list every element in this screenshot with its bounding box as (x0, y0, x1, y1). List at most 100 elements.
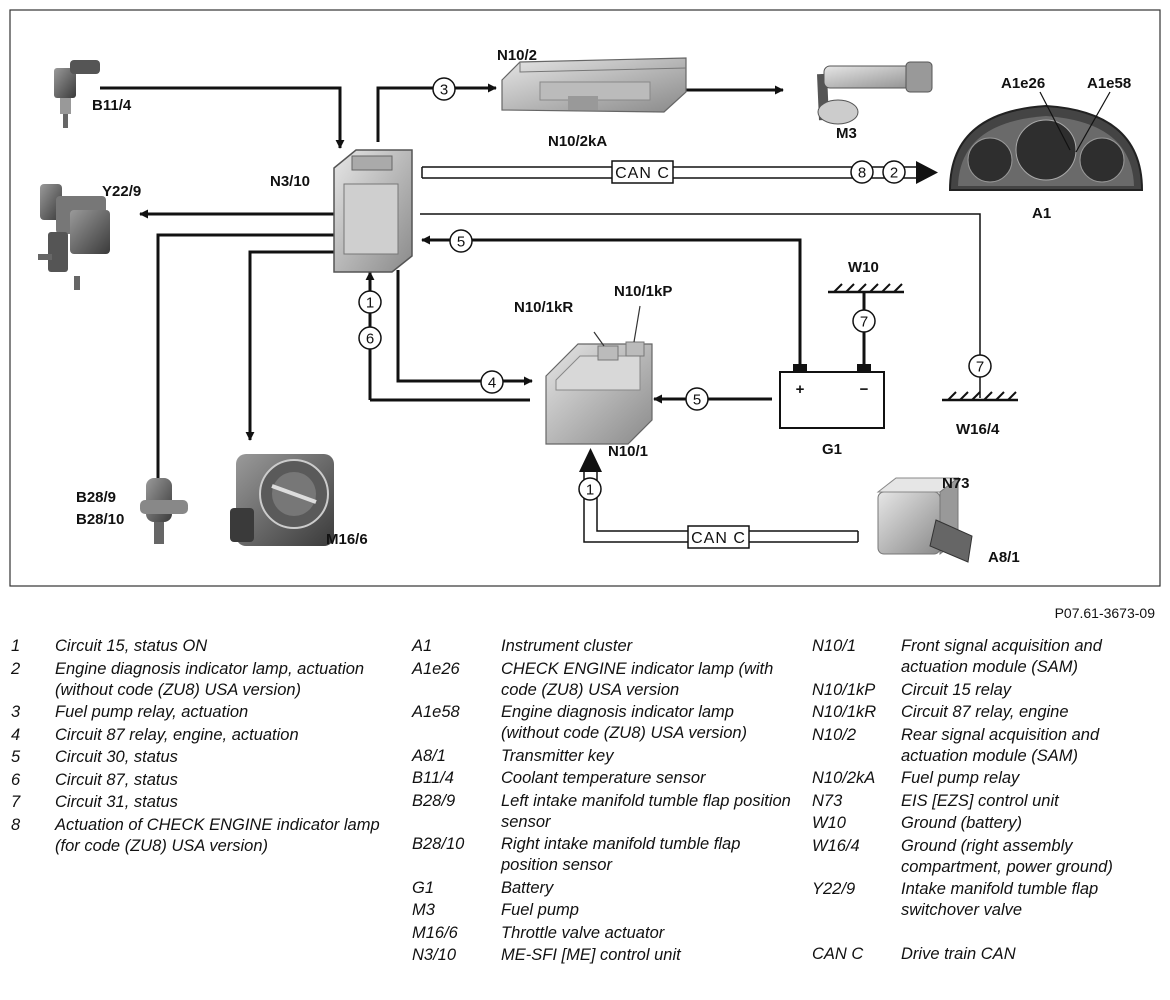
legend-description: Right intake manifold tumble flap positi… (501, 835, 741, 874)
legend-code: B11/4 (412, 769, 454, 787)
figure-id: P07.61-3673-09 (1054, 605, 1155, 621)
legend-description: Ground (battery) (901, 814, 1023, 832)
label-n3-10: N3/10 (270, 173, 310, 190)
svg-text:1: 1 (586, 482, 594, 499)
wire-circuit-30-to-n3-10 (421, 235, 802, 368)
ecu-module-icon (333, 149, 413, 273)
legend-description: Fuel pump (501, 901, 579, 919)
legend-row: 3 Fuel pump relay, actuation (11, 702, 391, 723)
svg-text:6: 6 (366, 331, 374, 348)
wire-n3-10-to-n10-1 (396, 270, 533, 386)
label-a1e58: A1e58 (1087, 75, 1131, 92)
legend-description: Fuel pump relay, actuation (55, 703, 249, 721)
label-g1: G1 (822, 441, 842, 458)
circuit-marker-7-w16-4: 7 (968, 354, 992, 378)
label-w16-4: W16/4 (956, 421, 1000, 438)
legend-code: 4 (11, 725, 21, 744)
legend-code: A8/1 (412, 746, 446, 765)
label-b28-10: B28/10 (76, 511, 124, 528)
legend-description: Circuit 15, status ON (55, 637, 208, 655)
legend-code: A1e58 (412, 703, 460, 721)
rear-sam-module-icon (501, 57, 687, 113)
legend-description: Drive train CAN (901, 944, 1016, 963)
coolant-sensor-icon (54, 60, 100, 128)
legend-row: N10/1kR Circuit 87 relay, engine (812, 702, 1162, 723)
diagram-frame (9, 9, 1161, 587)
can-c-top-label: CAN C (615, 165, 670, 182)
circuit-marker-4: 4 (480, 370, 504, 394)
circuit-marker-5-bottom: 5 (685, 387, 709, 411)
legend-description: ME-SFI [ME] control unit (501, 946, 681, 964)
svg-text:2: 2 (890, 165, 898, 182)
legend-description: Coolant temperature sensor (501, 769, 706, 787)
legend-code: N10/1 (812, 637, 857, 655)
tumble-flap-position-sensor-icon (140, 478, 188, 544)
legend-description: Throttle valve actuator (501, 923, 665, 942)
legend-code: 3 (11, 703, 21, 721)
circuit-marker-3: 3 (432, 77, 456, 101)
circuit-marker-8: 8 (850, 160, 874, 184)
svg-text:5: 5 (457, 234, 465, 251)
label-b11-4: B11/4 (92, 97, 132, 114)
legend-description: Circuit 15 relay (901, 680, 1012, 699)
legend-description: CHECK ENGINE indicator lamp (with code (… (501, 659, 774, 699)
wire-n3-10-to-m16-6 (245, 250, 334, 441)
circuit-marker-2: 2 (882, 160, 906, 184)
legend-code: A1 (412, 637, 433, 655)
label-a1: A1 (1032, 205, 1051, 222)
label-w10: W10 (848, 259, 879, 276)
legend-code: A1e26 (412, 659, 460, 678)
legend-code: W16/4 (812, 836, 860, 855)
legend-code: 2 (11, 659, 21, 678)
legend-description: Intake manifold tumble flap switchover v… (901, 880, 1099, 919)
label-b28-9: B28/9 (76, 489, 116, 506)
legend-code: N10/1kR (812, 703, 877, 721)
label-a1e26: A1e26 (1001, 75, 1045, 92)
eis-control-unit-icon (876, 476, 973, 563)
battery-plus-label: + (796, 381, 805, 398)
legend-description: Fuel pump relay (901, 769, 1020, 787)
svg-text:3: 3 (440, 82, 448, 99)
legend-description: Left intake manifold tumble flap positio… (501, 791, 791, 831)
legend-code: B28/10 (412, 835, 465, 853)
legend-description: Actuation of CHECK ENGINE indicator lamp… (55, 815, 380, 855)
legend-code: 6 (11, 770, 21, 789)
instrument-cluster-icon (948, 91, 1144, 191)
legend-code: Y22/9 (812, 880, 856, 898)
legend-row: A1e26 CHECK ENGINE indicator lamp (with c… (412, 659, 792, 701)
can-c-bottom-label: CAN C (691, 530, 746, 547)
label-n10-1kp: N10/1kP (614, 283, 672, 300)
wire-b28-to-n3-10 (156, 233, 334, 478)
legend-code: N10/2kA (812, 769, 876, 787)
legend-code: N10/1kP (812, 680, 876, 699)
wire-n3-10-to-n10-2 (376, 83, 497, 142)
battery-minus-label: − (860, 381, 869, 398)
battery-icon: + − (779, 364, 885, 429)
label-m3: M3 (836, 125, 857, 142)
circuit-marker-6: 6 (358, 326, 382, 350)
legend-code: N73 (812, 791, 843, 810)
ground-w10-icon (828, 283, 904, 294)
legend-description: Circuit 87 relay, engine, actuation (55, 725, 299, 744)
legend-description: Circuit 87 relay, engine (901, 703, 1069, 721)
label-n10-1: N10/1 (608, 443, 648, 460)
front-sam-module-icon (545, 305, 653, 445)
legend-code: G1 (412, 878, 435, 897)
legend-description: Circuit 31, status (55, 793, 178, 811)
